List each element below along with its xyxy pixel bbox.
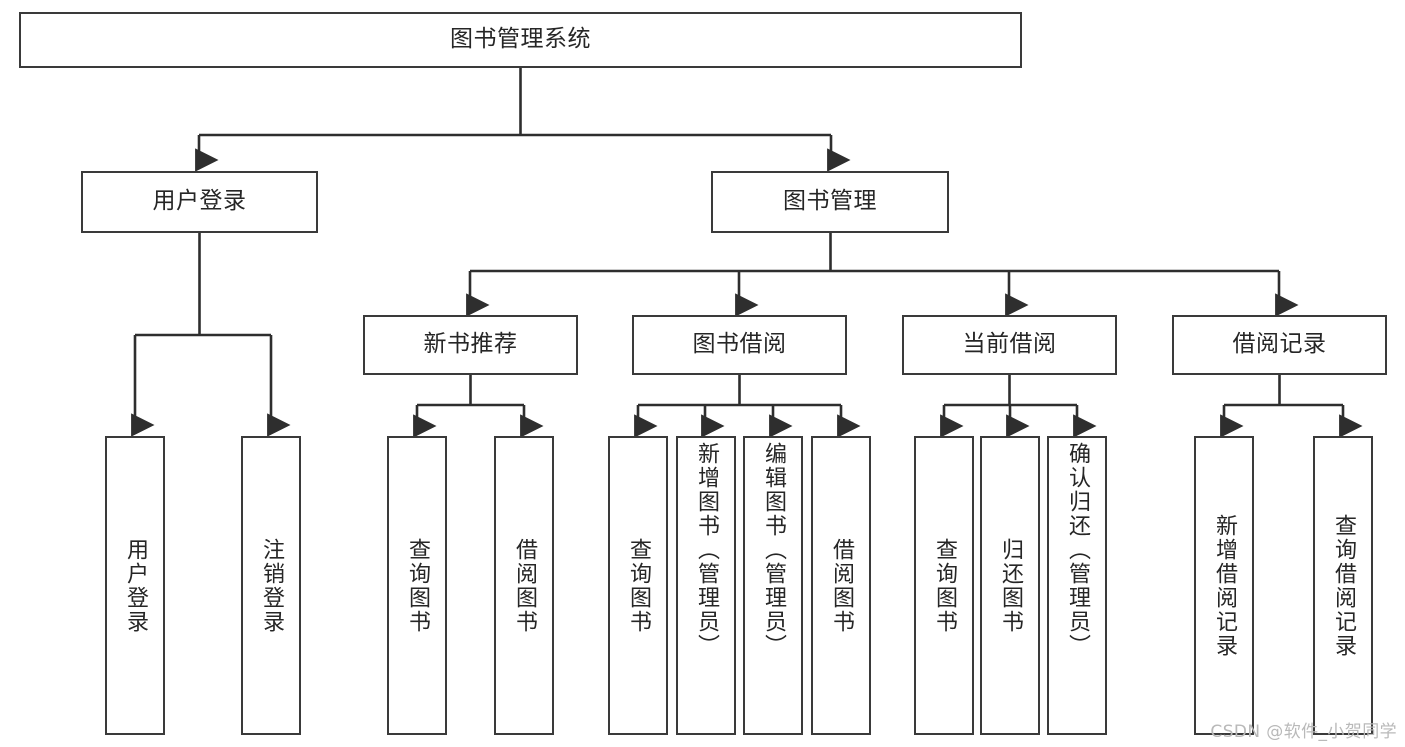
- node-label: 归还图书: [998, 537, 1023, 634]
- leaf-borrow-book[interactable]: 借阅图书: [811, 436, 871, 735]
- node-borrow-record[interactable]: 借阅记录: [1172, 315, 1387, 375]
- leaf-add-book-admin[interactable]: 新增图书（管理员）: [676, 436, 736, 735]
- node-new-book-recommend[interactable]: 新书推荐: [363, 315, 578, 375]
- node-label: 注销登录: [259, 537, 284, 634]
- node-label: 借阅图书: [829, 537, 854, 634]
- leaf-user-login[interactable]: 用户登录: [105, 436, 165, 735]
- node-label: 新书推荐: [423, 331, 518, 358]
- leaf-confirm-return-admin[interactable]: 确认归还（管理员）: [1047, 436, 1107, 735]
- leaf-add-borrow-record[interactable]: 新增借阅记录: [1194, 436, 1254, 735]
- node-user-login[interactable]: 用户登录: [81, 171, 318, 233]
- node-label: 图书管理系统: [450, 26, 591, 53]
- node-label: 新增借阅记录: [1212, 513, 1237, 658]
- leaf-borrow-book-recommend[interactable]: 借阅图书: [494, 436, 554, 735]
- node-label: 图书管理: [783, 188, 877, 215]
- node-label: 确认归还（管理员）: [1065, 442, 1090, 658]
- node-label: 编辑图书（管理员）: [761, 442, 786, 658]
- leaf-query-book-borrow[interactable]: 查询图书: [608, 436, 668, 735]
- node-book-management[interactable]: 图书管理: [711, 171, 949, 233]
- node-label: 用户登录: [152, 188, 247, 215]
- node-label: 借阅图书: [512, 537, 537, 634]
- node-label: 查询图书: [405, 537, 430, 634]
- node-book-borrow[interactable]: 图书借阅: [632, 315, 847, 375]
- node-label: 用户登录: [123, 537, 148, 634]
- node-label: 图书借阅: [692, 331, 787, 358]
- leaf-query-book-current[interactable]: 查询图书: [914, 436, 974, 735]
- leaf-return-book[interactable]: 归还图书: [980, 436, 1040, 735]
- node-label: 新增图书（管理员）: [694, 442, 719, 658]
- leaf-edit-book-admin[interactable]: 编辑图书（管理员）: [743, 436, 803, 735]
- node-current-borrow[interactable]: 当前借阅: [902, 315, 1117, 375]
- node-root-book-management-system[interactable]: 图书管理系统: [19, 12, 1022, 68]
- csdn-watermark: CSDN @软件_小贺同学: [1210, 722, 1397, 742]
- node-label: 查询图书: [626, 537, 651, 634]
- node-label: 当前借阅: [962, 331, 1057, 358]
- node-label: 查询图书: [932, 537, 957, 634]
- node-label: 查询借阅记录: [1331, 513, 1356, 658]
- node-label: 借阅记录: [1232, 331, 1327, 358]
- leaf-query-borrow-record[interactable]: 查询借阅记录: [1313, 436, 1373, 735]
- leaf-logout-login[interactable]: 注销登录: [241, 436, 301, 735]
- leaf-query-book-recommend[interactable]: 查询图书: [387, 436, 447, 735]
